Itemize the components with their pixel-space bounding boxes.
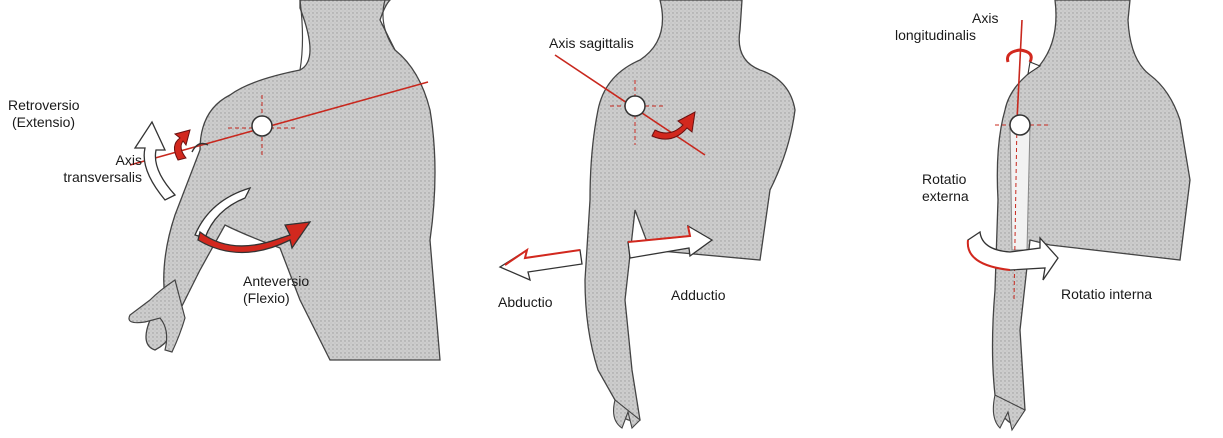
shoulder-joint-2	[625, 96, 645, 116]
panel-rotation	[968, 0, 1190, 430]
panel-abduction-adduction	[500, 0, 795, 428]
shoulder-joint-3	[1010, 115, 1030, 135]
label-rotatio-externa: Rotatio externa	[922, 171, 969, 205]
label-axis-transversalis: Axis transversalis	[30, 152, 142, 186]
label-axis-sagittalis: Axis sagittalis	[549, 35, 634, 52]
label-retroversio: Retroversio (Extensio)	[8, 97, 80, 131]
label-rotatio-interna: Rotatio interna	[1061, 286, 1152, 303]
axis-rotation-arrow-1	[174, 130, 190, 160]
label-axis-longitudinalis: Axis longitudinalis	[895, 10, 998, 44]
label-abductio: Abductio	[498, 294, 552, 311]
torso-figure-2	[585, 0, 795, 421]
shoulder-joint-1	[252, 116, 272, 136]
abductio-arrow	[500, 250, 582, 280]
humerus-bone	[1010, 120, 1030, 250]
label-anteversio: Anteversio (Flexio)	[243, 273, 309, 307]
label-adductio: Adductio	[671, 287, 725, 304]
